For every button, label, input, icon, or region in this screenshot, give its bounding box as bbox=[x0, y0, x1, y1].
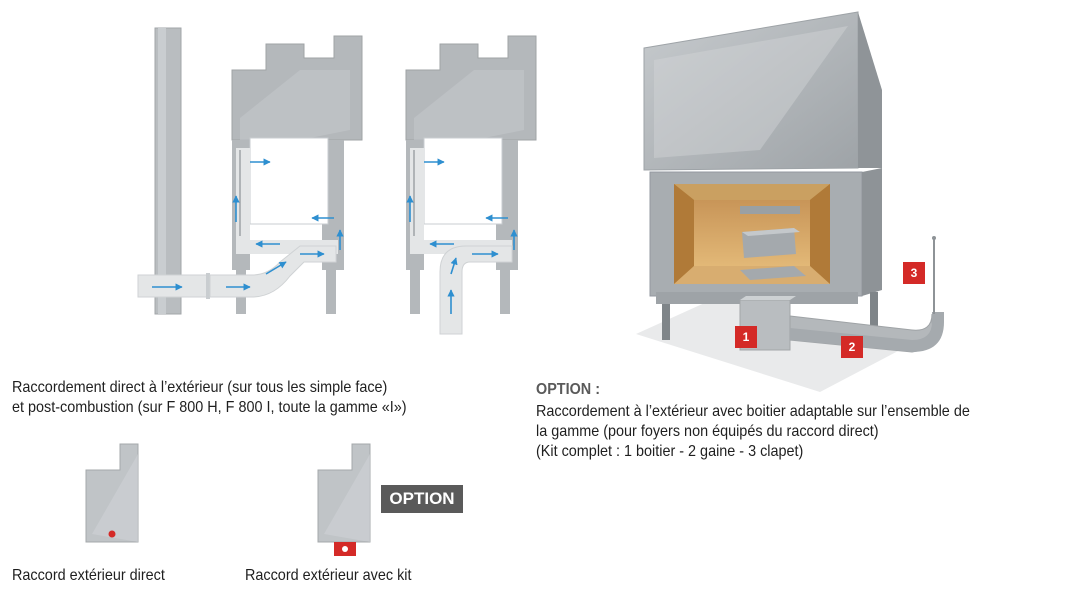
airflow-arrow bbox=[265, 261, 287, 275]
caption-option-line2: la gamme (pour foyers non équipés du rac… bbox=[536, 423, 879, 440]
legend-icon-kit bbox=[317, 443, 371, 556]
callout-2-duct: 2 bbox=[841, 336, 863, 358]
callout-3-damper: 3 bbox=[903, 262, 925, 284]
fireplace-section-direct bbox=[137, 35, 363, 314]
direct-connection-dot bbox=[108, 530, 116, 538]
caption-option-line3: (Kit complet : 1 boitier - 2 gaine - 3 c… bbox=[536, 443, 804, 460]
caption-direct-line2: et post-combustion (sur F 800 H, F 800 I… bbox=[12, 399, 407, 416]
option-heading: OPTION : bbox=[536, 381, 600, 398]
caption-direct-line1: Raccordement direct à l’extérieur (sur t… bbox=[12, 379, 388, 396]
option-badge: OPTION bbox=[381, 485, 463, 513]
legend-label-kit: Raccord extérieur avec kit bbox=[245, 567, 412, 584]
caption-option-line1: Raccordement à l’extérieur avec boitier … bbox=[536, 403, 970, 420]
callout-1-box: 1 bbox=[735, 326, 757, 348]
fireplace-section-post-combustion bbox=[405, 35, 537, 335]
legend-icon-direct bbox=[85, 443, 139, 543]
fireplace-3d-with-kit bbox=[636, 11, 944, 392]
vertical-flue bbox=[154, 27, 182, 315]
airflow-arrow bbox=[450, 257, 458, 275]
legend-label-direct: Raccord extérieur direct bbox=[12, 567, 165, 584]
